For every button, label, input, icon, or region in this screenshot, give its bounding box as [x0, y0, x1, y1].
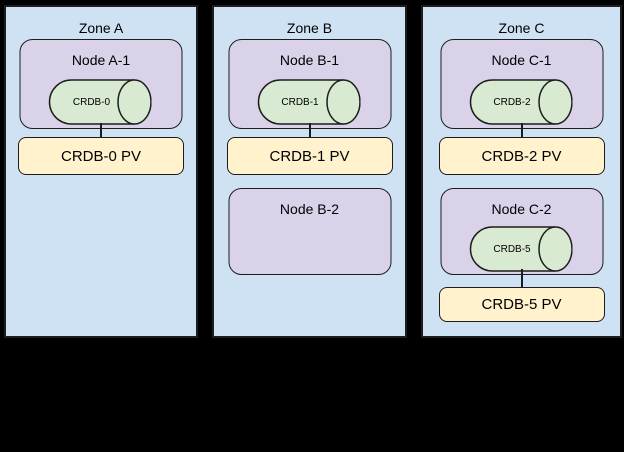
crdb-1-pv-box: CRDB-1 PV: [226, 137, 393, 175]
cylinder-icon: [48, 79, 152, 125]
node-c1-label: Node C-1: [491, 52, 552, 68]
connector-line: [520, 269, 523, 288]
crdb-5-cylinder: CRDB-5: [469, 226, 572, 272]
crdb-2-cylinder: CRDB-2: [469, 79, 572, 125]
crdb-2-pv-box: CRDB-2 PV: [438, 137, 605, 175]
node-c1: Node C-1 CRDB-2: [440, 39, 603, 129]
connector-line: [520, 123, 523, 138]
crdb-1-cylinder: CRDB-1: [257, 79, 360, 125]
zone-a: Zone A Node A-1 CRDB-0 CRDB-0 PV: [4, 5, 198, 338]
crdb-2-label: CRDB-2: [493, 96, 531, 108]
node-c2-label: Node C-2: [491, 201, 552, 217]
connector-line: [100, 123, 102, 138]
node-a1: Node A-1 CRDB-0: [19, 39, 183, 129]
node-a1-label: Node A-1: [71, 52, 131, 68]
zone-b: Zone B Node B-1 CRDB-1 CRDB-1 PV Node B-…: [212, 5, 407, 338]
cylinder-icon: [469, 79, 572, 125]
node-b1: Node B-1 CRDB-1: [228, 39, 391, 129]
node-b1-label: Node B-1: [279, 52, 340, 68]
crdb-5-pv-label: CRDB-5 PV: [481, 296, 562, 313]
zone-b-title: Zone B: [286, 20, 333, 36]
node-b2-label: Node B-2: [279, 201, 340, 217]
crdb-1-pv-label: CRDB-1 PV: [269, 147, 350, 165]
crdb-0-pv-box: CRDB-0 PV: [18, 137, 184, 175]
crdb-0-label: CRDB-0: [72, 96, 111, 108]
cylinder-icon: [257, 79, 360, 125]
node-b2: Node B-2: [228, 188, 391, 275]
crdb-5-label: CRDB-5: [493, 243, 531, 255]
zone-c-title: Zone C: [498, 20, 545, 36]
zone-c: Zone C Node C-1 CRDB-2 CRDB-2 PV Node C-…: [421, 5, 622, 338]
connector-line: [308, 123, 311, 138]
crdb-5-pv-box: CRDB-5 PV: [438, 287, 605, 322]
crdb-0-cylinder: CRDB-0: [48, 79, 152, 125]
crdb-0-pv-label: CRDB-0 PV: [60, 147, 142, 165]
zone-a-title: Zone A: [78, 20, 124, 36]
crdb-1-label: CRDB-1: [281, 96, 319, 108]
cylinder-icon: [469, 226, 572, 272]
node-c2: Node C-2 CRDB-5: [440, 188, 603, 275]
crdb-2-pv-label: CRDB-2 PV: [481, 147, 562, 165]
